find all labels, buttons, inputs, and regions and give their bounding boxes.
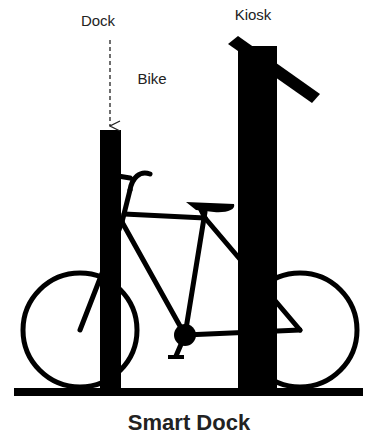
dock-post xyxy=(100,130,121,392)
caption: Smart Dock xyxy=(128,410,250,435)
leader-line xyxy=(109,40,110,126)
part-label: Bike xyxy=(137,70,166,87)
kiosk-panel xyxy=(228,36,320,103)
part-label: Kiosk xyxy=(235,6,272,23)
kiosk-post xyxy=(238,46,277,392)
pedal-arm xyxy=(176,335,185,356)
ground xyxy=(14,388,363,396)
pedal xyxy=(168,355,184,359)
part-label: Dock xyxy=(81,12,115,29)
bike-seat xyxy=(186,202,234,212)
